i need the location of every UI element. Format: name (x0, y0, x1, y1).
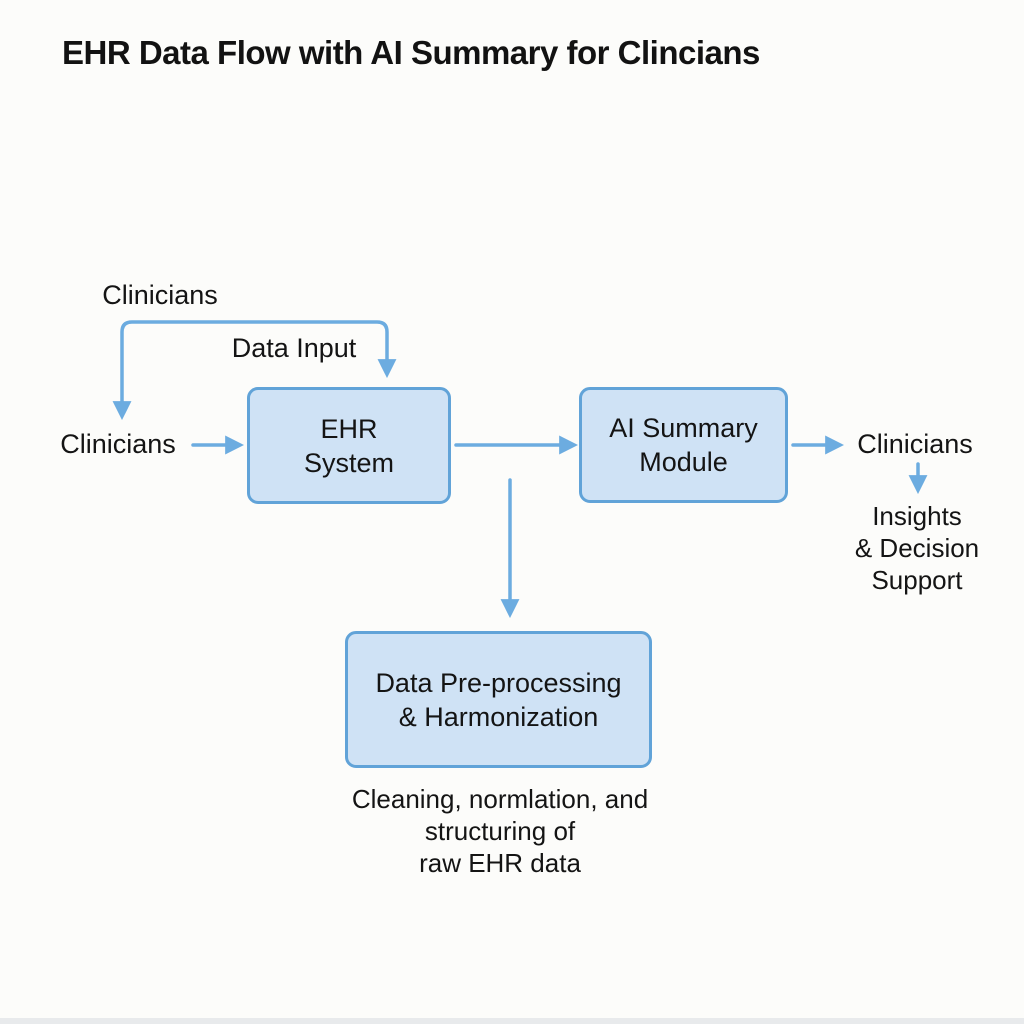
node-ai-label-line1: AI Summary (609, 413, 758, 443)
caption-line1: Cleaning, normlation, and (351, 784, 649, 814)
node-data-preprocessing: Data Pre-processing & Harmonization (345, 631, 652, 768)
page-title: EHR Data Flow with AI Summary for Clinci… (62, 34, 760, 71)
node-ai-label-line2: Module (639, 447, 728, 477)
node-ehr-label-line1: EHR (320, 413, 378, 444)
node-ai-summary-module: AI Summary Module (579, 387, 788, 503)
insights-line3: Support (871, 565, 963, 595)
clinicians-top-label: Clinicians (102, 280, 218, 310)
clinicians-right-label: Clinicians (857, 429, 973, 459)
preprocessing-caption: Cleaning, normlation, and structuring of… (352, 783, 648, 879)
arrow-clinicians-data-input-bridge (112, 320, 397, 421)
data-input-label: Data Input (231, 333, 357, 363)
insights-line1: Insights (872, 501, 962, 531)
caption-line2: structuring of (424, 816, 576, 846)
insights-line2: & Decision (854, 533, 980, 563)
node-ehr-system: EHR System (247, 387, 451, 504)
node-prep-label-line1: Data Pre-processing (375, 667, 622, 698)
node-ehr-label-line2: System (303, 447, 395, 478)
node-prep-label-line2: & Harmonization (398, 701, 599, 732)
caption-line3: raw EHR data (419, 848, 581, 878)
insights-output-label: Insights & Decision Support (855, 500, 979, 596)
clinicians-left-label: Clinicians (60, 429, 176, 459)
